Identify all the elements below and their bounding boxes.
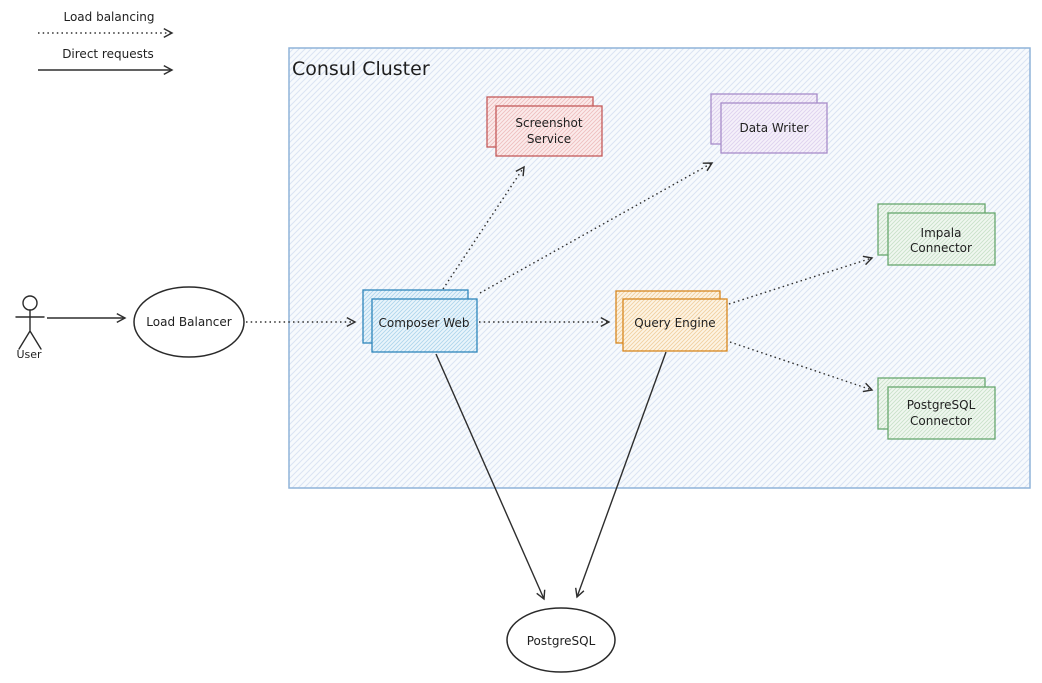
edge-query-engine-to-postgresql (574, 351, 667, 599)
edge-composer-web-to-postgresql (435, 353, 546, 601)
consul-cluster-title: Consul Cluster (292, 58, 430, 80)
composer-web-front-rect (371, 298, 478, 353)
node-screenshot-service: Screenshot Service (486, 96, 603, 157)
query-engine-front-rect (622, 298, 728, 352)
screenshot-service-label-line1: Screenshot (515, 116, 582, 130)
node-query-engine: Query Engine (615, 290, 728, 352)
user-actor-body (15, 309, 45, 350)
node-composer-web: Composer Web (362, 289, 478, 353)
edge-composer-web-to-data-writer (479, 162, 714, 294)
legend-direct-requests-label: Direct requests (62, 47, 154, 61)
impala-connector-label-line2: Connector (910, 241, 972, 255)
postgresql-db-label: PostgreSQL (527, 634, 596, 648)
data-writer-label: Data Writer (739, 121, 808, 135)
postgresql-connector-label-line2: Connector (910, 414, 972, 428)
edge-composer-web-to-screenshot-service (442, 165, 525, 290)
legend-load-balancing-label: Load balancing (63, 10, 154, 24)
postgresql-connector-label-line1: PostgreSQL (907, 398, 976, 412)
legend: Load balancing Direct requests (38, 10, 174, 75)
node-postgresql-connector: PostgreSQL Connector (877, 377, 996, 440)
query-engine-label: Query Engine (634, 316, 715, 330)
node-load-balancer: Load Balancer (133, 286, 245, 358)
edges (47, 162, 874, 601)
user-actor-head (22, 295, 38, 311)
impala-connector-front-rect (887, 212, 996, 266)
node-data-writer: Data Writer (710, 93, 828, 154)
screenshot-service-label-line2: Service (527, 132, 571, 146)
node-user: User (15, 295, 45, 361)
screenshot-service-front-rect (495, 105, 603, 157)
data-writer-front-rect (720, 102, 828, 154)
user-label: User (16, 348, 42, 361)
node-impala-connector: Impala Connector (877, 203, 996, 266)
postgresql-connector-front-rect (887, 386, 996, 440)
edge-query-engine-to-postgresql-connector (729, 341, 874, 393)
node-postgresql-db: PostgreSQL (506, 607, 616, 673)
impala-connector-label-line1: Impala (921, 226, 962, 240)
load-balancer-label: Load Balancer (146, 315, 231, 329)
postgresql-db-shape (506, 607, 616, 673)
load-balancer-shape (133, 286, 245, 358)
composer-web-label: Composer Web (379, 316, 470, 330)
